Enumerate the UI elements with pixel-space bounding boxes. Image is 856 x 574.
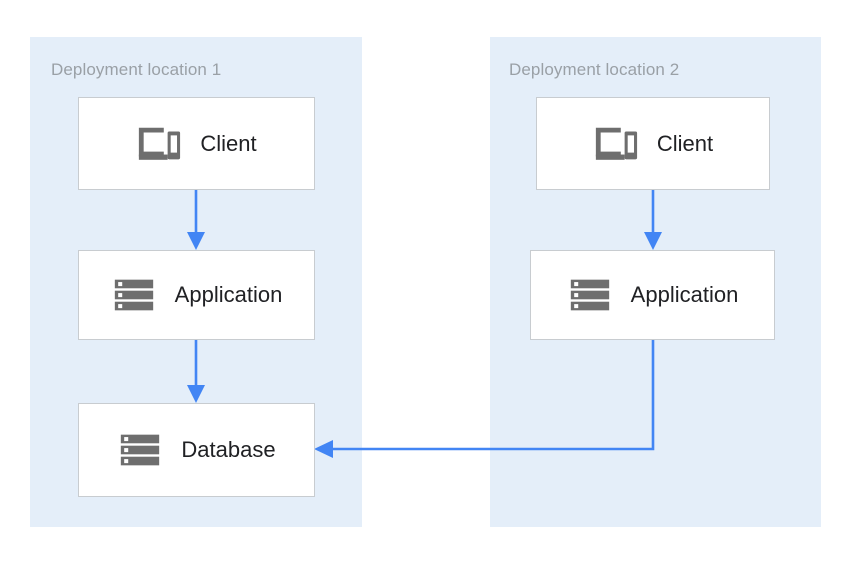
- zone-label-deployment-location-2: Deployment location 2: [509, 60, 680, 79]
- node-label-client-1: Client: [200, 130, 257, 156]
- node-label-client-2: Client: [656, 130, 714, 156]
- edge-client1-application1: [187, 190, 205, 250]
- node-database-1[interactable]: Database: [78, 403, 315, 497]
- node-label-application-2: Application: [630, 282, 739, 307]
- server-icon: [121, 434, 160, 466]
- edge-application1-database1: [187, 340, 205, 403]
- node-client-2[interactable]: Client: [536, 97, 770, 190]
- node-label-database-1: Database: [181, 437, 276, 462]
- node-client-1[interactable]: Client: [78, 97, 315, 190]
- server-icon: [570, 279, 609, 311]
- devices-icon: [595, 127, 637, 160]
- node-label-application-1: Application: [174, 282, 283, 307]
- edge-client2-application2: [644, 190, 662, 250]
- server-icon: [114, 279, 153, 311]
- zone-label-deployment-location-1: Deployment location 1: [51, 60, 222, 79]
- node-application-2[interactable]: Application: [530, 250, 775, 340]
- node-application-1[interactable]: Application: [78, 250, 315, 340]
- devices-icon: [139, 127, 181, 160]
- edge-application2-database1: [314, 340, 655, 458]
